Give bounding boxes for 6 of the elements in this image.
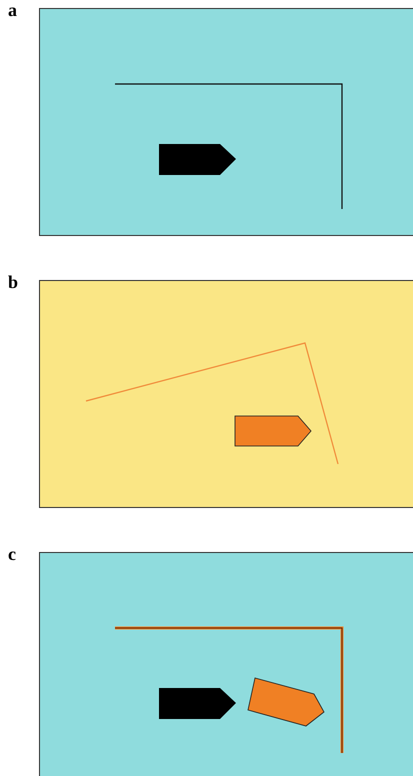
panel-letter: c [8,544,16,564]
panel-letter: a [8,0,17,20]
panel-background [39,8,413,236]
panel-background [39,552,413,776]
panel-background [39,280,413,508]
panel-letter: b [8,272,18,292]
